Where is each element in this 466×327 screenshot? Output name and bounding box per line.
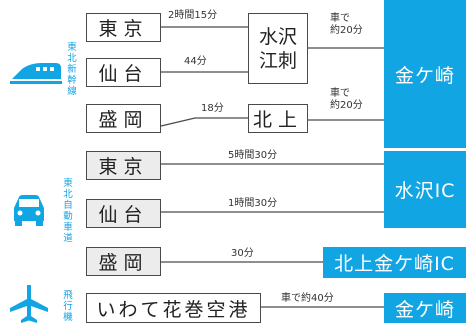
station-mizusawa-esashi: 水沢 江刺 bbox=[248, 13, 308, 84]
time-car-to-kanegasaki-bottom: 車で 約20分 bbox=[330, 88, 363, 111]
time-sendai-shinkansen: 44分 bbox=[184, 56, 207, 67]
origin-sendai-expressway: 仙台 bbox=[86, 199, 161, 228]
origin-tokyo-expressway: 東京 bbox=[86, 151, 161, 180]
expressway-label: 東北自動車道 bbox=[63, 178, 73, 244]
time-tokyo-expressway: 5時間30分 bbox=[228, 150, 278, 161]
origin-tokyo-shinkansen: 東京 bbox=[86, 13, 161, 42]
origin-hanamaki-airport: いわて花巻空港 bbox=[86, 293, 261, 323]
time-car-to-kanegasaki-top: 車で 約20分 bbox=[330, 13, 363, 36]
time-sendai-expressway: 1時間30分 bbox=[228, 198, 278, 209]
shinkansen-label: 東北新幹線 bbox=[67, 42, 77, 97]
airport-label: 飛行機 bbox=[63, 290, 73, 323]
dest-mizusawa-ic: 水沢IC bbox=[384, 151, 466, 228]
airplane-icon bbox=[10, 285, 48, 323]
origin-morioka-shinkansen: 盛岡 bbox=[86, 104, 161, 133]
bullet-train-icon bbox=[10, 63, 62, 84]
dest-kitakami-kanegasaki-ic: 北上金ケ崎IC bbox=[323, 247, 466, 278]
origin-sendai-shinkansen: 仙台 bbox=[86, 58, 161, 87]
origin-morioka-expressway: 盛岡 bbox=[86, 247, 161, 276]
station-mizusawa: 水沢 bbox=[258, 25, 297, 48]
car-icon bbox=[14, 195, 44, 226]
time-airport-car: 車で約40分 bbox=[281, 293, 334, 304]
dest-kanegasaki-airport: 金ケ崎 bbox=[384, 293, 466, 323]
dest-kanegasaki-shinkansen: 金ケ崎 bbox=[384, 0, 466, 148]
time-morioka-expressway: 30分 bbox=[231, 248, 254, 259]
station-kitakami: 北上 bbox=[248, 104, 308, 133]
station-esashi: 江刺 bbox=[258, 49, 297, 72]
time-morioka-shinkansen: 18分 bbox=[201, 103, 224, 114]
time-tokyo-shinkansen: 2時間15分 bbox=[168, 10, 218, 21]
